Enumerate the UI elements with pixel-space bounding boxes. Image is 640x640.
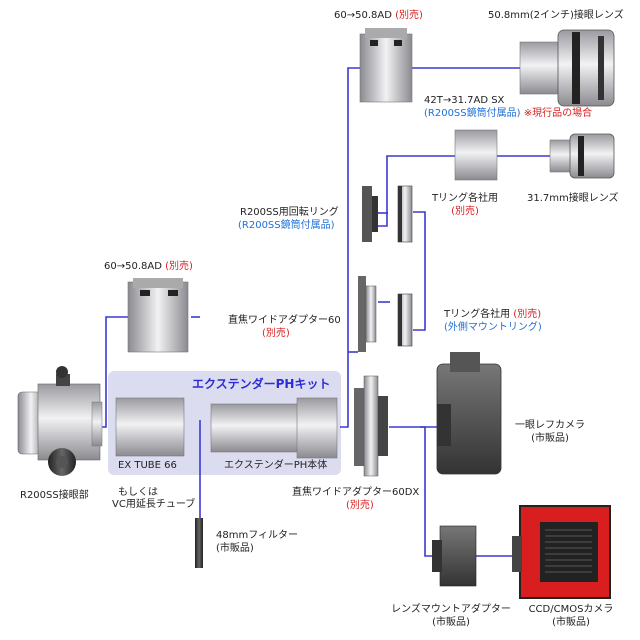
lens-mount-adapter-illustration: [432, 525, 477, 587]
kit-title: エクステンダーPHキット: [192, 377, 331, 391]
slr-camera-note: (市販品): [531, 433, 569, 444]
filter-48-label: 48mmフィルター: [216, 530, 299, 541]
rotating-ring-note: (R200SS鏡筒付属品): [238, 220, 335, 231]
adapter-42t-label: 42T→31.7AD SX: [424, 95, 505, 106]
t-ring-2-illustration: [397, 293, 413, 347]
t-ring-1-note: (別売): [451, 206, 479, 217]
adapter-60-508-left-label: 60→50.8AD (別売): [104, 261, 193, 273]
wide-adapter-60dx-note: (別売): [346, 500, 374, 511]
eyepiece-508-illustration: [519, 29, 615, 107]
ex-tube-alt-label-1: もしくは: [118, 487, 158, 498]
adapter-60-508-top-note: (別売): [395, 10, 423, 21]
wide-adapter-60-label: 直焦ワイドアダプター60: [228, 315, 341, 326]
ccd-camera-label: CCD/CMOSカメラ: [528, 604, 614, 615]
lens-mount-adapter-label: レンズマウントアダプター: [391, 604, 511, 615]
adapter-42t-illustration: [454, 129, 498, 181]
adapter-42t-note-blue: (R200SS鏡筒付属品): [424, 108, 521, 119]
ex-tube-alt-label-2: VC用延長チューブ: [112, 499, 196, 510]
filter-48-note: (市販品): [216, 543, 254, 554]
t-ring-2-note-blue: (外側マウントリング): [444, 322, 542, 333]
slr-camera-illustration: [436, 352, 502, 475]
eyepiece-317-illustration: [549, 133, 615, 179]
wide-adapter-60-illustration: [358, 276, 377, 352]
wide-adapter-60dx-illustration: [354, 375, 388, 477]
eyepiece-317-label: 31.7mm接眼レンズ: [527, 193, 619, 204]
ex-tube-label: EX TUBE 66: [118, 460, 177, 471]
ccd-camera-note: (市販品): [552, 617, 590, 628]
rotating-ring-illustration: [362, 186, 378, 242]
adapter-60-508-left-name: 60→50.8AD: [104, 261, 162, 272]
adapter-60-508-top-illustration: [359, 28, 413, 103]
eyepiece-508-label: 50.8mm(2インチ)接眼レンズ: [488, 10, 624, 21]
rotating-ring-label: R200SS用回転リング: [240, 207, 339, 218]
adapter-60-508-top-label: 60→50.8AD (別売): [334, 10, 423, 22]
t-ring-1-label: Tリング各社用: [431, 193, 499, 204]
extender-body-illustration: [210, 397, 338, 459]
r200ss-focuser-illustration: [17, 366, 103, 476]
adapter-42t-note-red: ※現行品の場合: [523, 108, 593, 119]
adapter-60-508-left-illustration: [127, 278, 189, 353]
ccd-camera-illustration: [512, 505, 611, 599]
filter-48-illustration: [195, 518, 203, 568]
slr-camera-label: 一眼レフカメラ: [515, 420, 585, 431]
lens-mount-adapter-note: (市販品): [432, 617, 470, 628]
eyepiece-section-label: R200SS接眼部: [20, 490, 89, 501]
adapter-60-508-left-note: (別売): [165, 261, 193, 272]
extender-body-label: エクステンダーPH本体: [224, 460, 328, 471]
adapter-60-508-top-name: 60→50.8AD: [334, 10, 392, 21]
t-ring-2-note-red: (別売): [513, 309, 542, 320]
wide-adapter-60dx-label: 直焦ワイドアダプター60DX: [292, 487, 420, 498]
t-ring-2-label: Tリング各社用 (別売): [444, 309, 541, 321]
t-ring-1-illustration: [397, 185, 413, 243]
t-ring-2-name: Tリング各社用: [444, 309, 511, 320]
wide-adapter-60-note: (別売): [262, 328, 290, 339]
ex-tube-illustration: [115, 397, 185, 457]
adapter-42t-notes: (R200SS鏡筒付属品) ※現行品の場合: [424, 108, 592, 120]
